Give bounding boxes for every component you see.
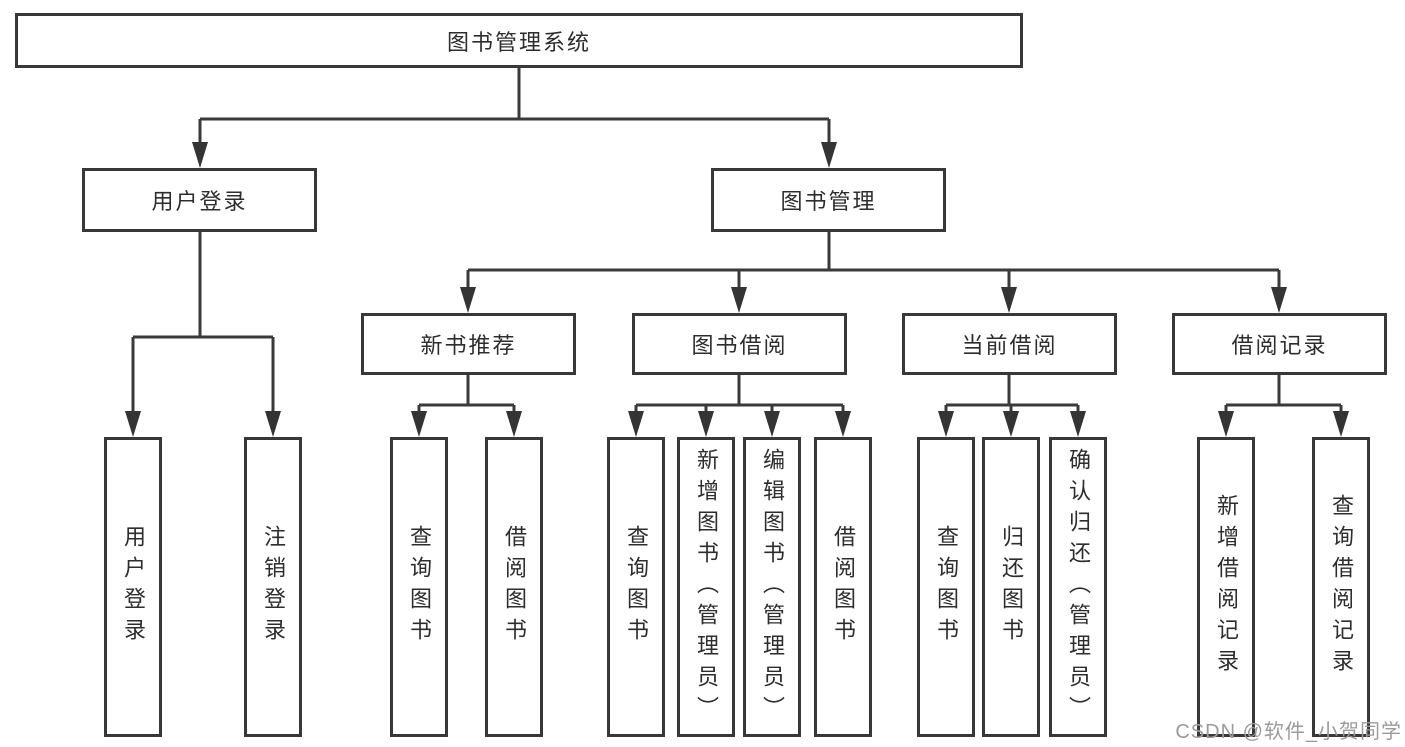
- leaf-borrow-books: 借阅图书: [814, 437, 872, 737]
- node-library-management-system: 图书管理系统: [15, 13, 1023, 68]
- node-label: 编辑图书（管理员）: [760, 447, 785, 727]
- leaf-query-books-borrow: 查询图书: [607, 437, 665, 737]
- leaf-add-borrow-record: 新增借阅记录: [1197, 437, 1255, 737]
- connector-user-login-to-leaves: [125, 232, 281, 437]
- node-label: 借阅记录: [1231, 333, 1328, 358]
- leaf-return-books: 归还图书: [982, 437, 1040, 737]
- node-user-login: 用户登录: [82, 168, 317, 232]
- connector-root-to-level2: [192, 68, 837, 168]
- node-label: 借阅图书: [502, 525, 527, 649]
- node-book-borrow: 图书借阅: [632, 313, 847, 375]
- leaf-logout: 注销登录: [244, 437, 302, 737]
- connector-current-borrow-to-leaves: [938, 375, 1086, 437]
- node-label: 确认归还（管理员）: [1066, 447, 1091, 727]
- node-book-management: 图书管理: [711, 168, 946, 232]
- node-label: 新书推荐: [420, 333, 517, 358]
- leaf-edit-books-admin: 编辑图书（管理员）: [743, 437, 801, 737]
- node-label: 查询图书: [407, 525, 432, 649]
- node-current-borrow: 当前借阅: [902, 313, 1117, 375]
- node-label: 查询图书: [624, 525, 649, 649]
- node-label: 图书管理系统: [446, 29, 591, 55]
- connector-new-book-recommend-to-leaves: [411, 375, 522, 437]
- node-new-book-recommend: 新书推荐: [361, 313, 576, 375]
- node-borrow-records: 借阅记录: [1172, 313, 1387, 375]
- leaf-query-books-recommend: 查询图书: [390, 437, 448, 737]
- node-label: 用户登录: [151, 189, 248, 214]
- node-label: 用户登录: [121, 525, 146, 649]
- leaf-borrow-books-recommend: 借阅图书: [485, 437, 543, 737]
- node-label: 注销登录: [261, 525, 286, 649]
- leaf-add-books-admin: 新增图书（管理员）: [677, 437, 735, 737]
- leaf-user-login: 用户登录: [104, 437, 162, 737]
- node-label: 借阅图书: [831, 525, 856, 649]
- node-label: 查询图书: [934, 525, 959, 649]
- node-label: 查询借阅记录: [1329, 494, 1354, 680]
- connector-borrow-records-to-leaves: [1218, 375, 1349, 437]
- connector-book-borrow-to-leaves: [628, 375, 851, 437]
- connector-book-management-to-level3: [460, 232, 1287, 313]
- node-label: 图书借阅: [691, 333, 788, 358]
- node-label: 当前借阅: [961, 333, 1058, 358]
- node-label: 归还图书: [999, 525, 1024, 649]
- leaf-confirm-return-admin: 确认归还（管理员）: [1049, 437, 1107, 737]
- node-label: 图书管理: [780, 189, 877, 214]
- leaf-query-borrow-record: 查询借阅记录: [1312, 437, 1370, 737]
- csdn-watermark: CSDN @软件_小贺同学: [1175, 721, 1402, 743]
- node-label: 新增图书（管理员）: [694, 447, 719, 727]
- node-label: 新增借阅记录: [1214, 494, 1239, 680]
- leaf-query-books-current: 查询图书: [917, 437, 975, 737]
